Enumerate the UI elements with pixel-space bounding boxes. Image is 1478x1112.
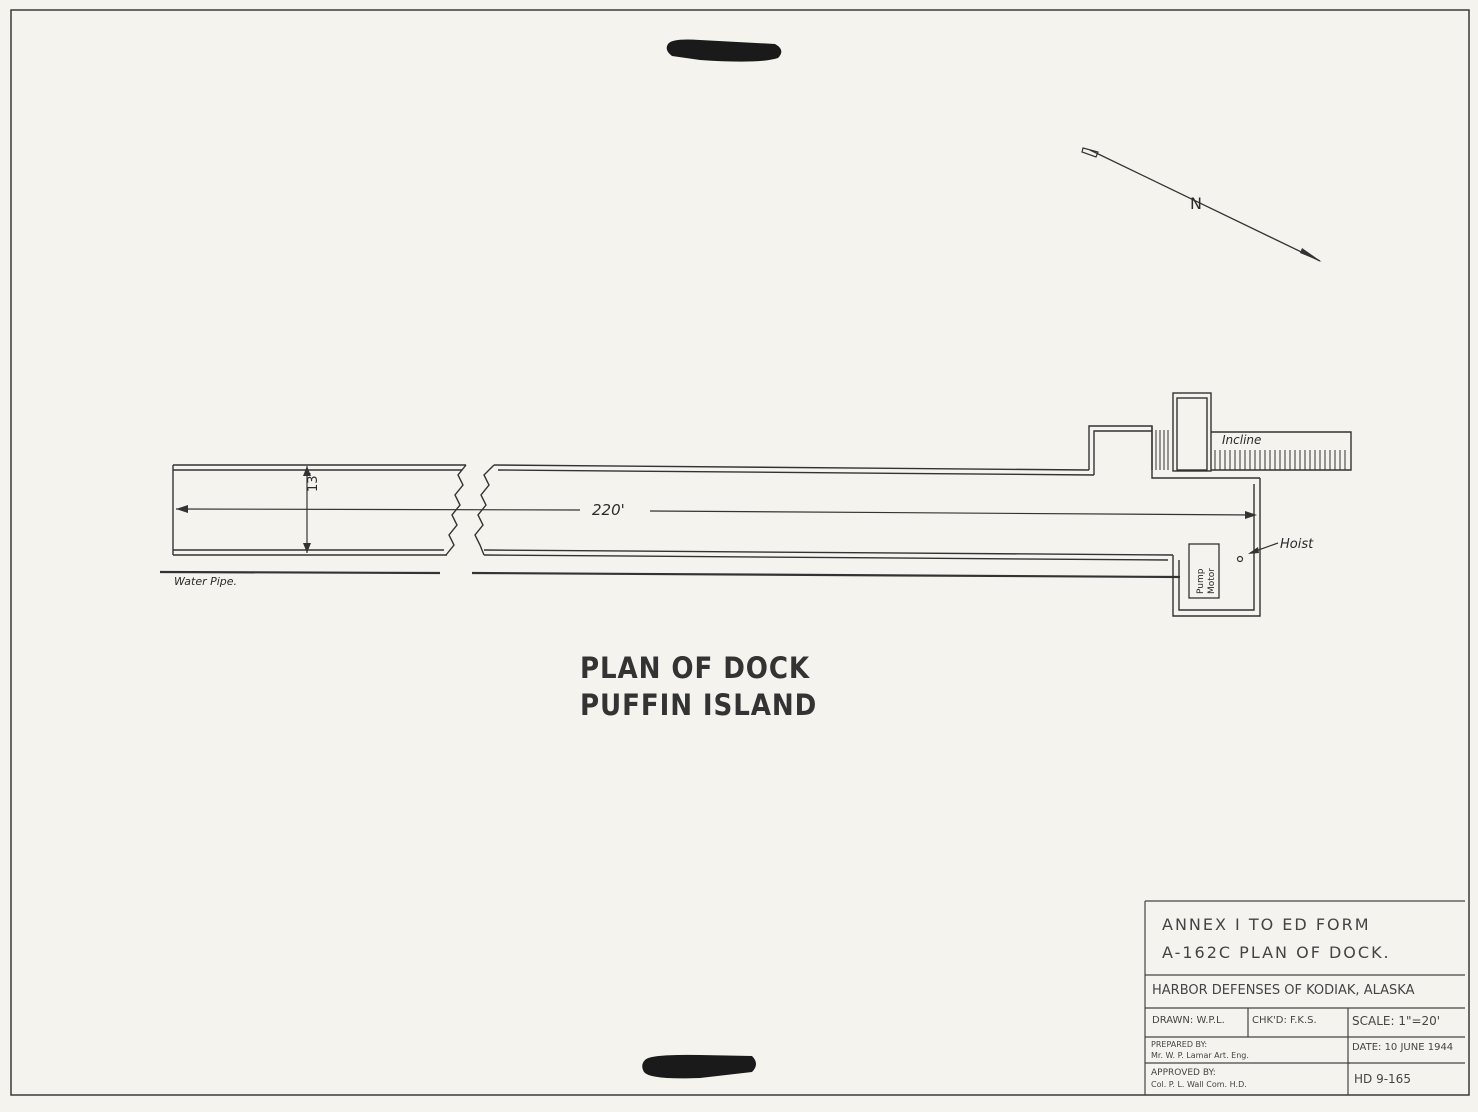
pump-motor: Pump Motor — [1188, 543, 1220, 599]
approved-label: APPROVED BY: — [1151, 1068, 1216, 1078]
length-dimension-label: 220' — [592, 501, 625, 519]
water-pipe — [159, 570, 1181, 579]
title-line-1: PLAN OF DOCK — [580, 651, 811, 685]
drawn-by: DRAWN: W.P.L. — [1152, 1015, 1225, 1026]
drawing-title: PLAN OF DOCK PUFFIN ISLAND — [580, 650, 940, 724]
approved-name: Col. P. L. Wall Com. H.D. — [1151, 1080, 1247, 1089]
sheet-border — [10, 9, 1470, 1096]
redaction-mark-bottom — [642, 1054, 756, 1079]
pump-motor-label-motor: Motor — [1207, 568, 1217, 594]
incline-label: Incline — [1222, 433, 1261, 447]
north-label: N — [1190, 194, 1202, 213]
scale: SCALE: 1"=20' — [1352, 1014, 1441, 1028]
organization: HARBOR DEFENSES OF KODIAK, ALASKA — [1152, 983, 1415, 998]
sheet-number: HD 9-165 — [1354, 1072, 1411, 1086]
date: DATE: 10 JUNE 1944 — [1352, 1042, 1454, 1053]
incline-hatching — [1155, 430, 1346, 470]
water-pipe-label: Water Pipe. — [174, 575, 237, 588]
north-arrow: N — [1081, 147, 1322, 262]
dock-outline — [172, 392, 1352, 617]
annex-line-1: ANNEX I TO ED FORM — [1162, 915, 1371, 934]
prepared-name: Mr. W. P. Lamar Art. Eng. — [1151, 1051, 1249, 1060]
hoist-label: Hoist — [1280, 537, 1314, 552]
annex-line-2: A-162C PLAN OF DOCK. — [1162, 943, 1391, 962]
width-dimension-label: 13' — [306, 472, 321, 492]
prepared-label: PREPARED BY: — [1151, 1040, 1208, 1049]
length-dimension — [175, 505, 1257, 519]
title-block-frame — [1144, 900, 1465, 1095]
pump-motor-label-pump: Pump — [1196, 568, 1206, 594]
title-line-2: PUFFIN ISLAND — [580, 688, 818, 722]
checked-by: CHK'D: F.K.S. — [1252, 1015, 1317, 1026]
hoist: Hoist — [1236, 537, 1314, 563]
redaction-mark-top — [666, 39, 782, 62]
